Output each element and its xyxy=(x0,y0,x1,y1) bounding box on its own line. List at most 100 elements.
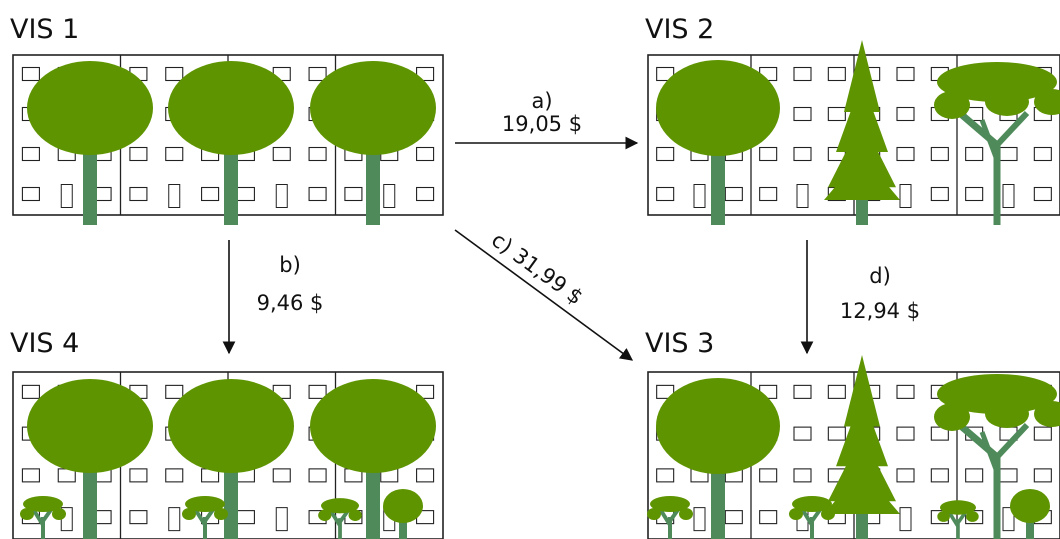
window xyxy=(1033,186,1052,202)
window xyxy=(896,146,915,162)
window xyxy=(308,186,327,202)
door xyxy=(1002,184,1015,208)
transition-d-price: 12,94 $ xyxy=(840,299,920,323)
window xyxy=(965,186,984,202)
window xyxy=(308,146,327,162)
vis4-panel xyxy=(12,371,444,539)
deciduous-tree-crown xyxy=(656,378,780,474)
window xyxy=(21,66,40,82)
transition-b-letter: b) xyxy=(279,253,301,277)
window xyxy=(165,66,184,82)
umbrella-tree-branch xyxy=(994,110,1030,148)
transition-a-letter: a) xyxy=(531,89,552,113)
window xyxy=(21,384,40,399)
window xyxy=(165,146,184,162)
window xyxy=(896,66,915,82)
window xyxy=(272,468,291,483)
door xyxy=(899,184,912,208)
vis1-title: VIS 1 xyxy=(10,14,79,45)
young-tree-crown xyxy=(937,511,950,522)
transition-c-label: c) 31,99 $ xyxy=(487,228,587,310)
deciduous-tree-crown xyxy=(310,61,436,155)
door xyxy=(168,184,181,208)
window xyxy=(308,66,327,82)
window xyxy=(21,468,40,483)
door xyxy=(899,507,912,532)
window xyxy=(724,510,743,525)
vis3-panel xyxy=(647,355,1060,539)
pine-tree-crown xyxy=(836,80,888,152)
window xyxy=(1033,426,1052,441)
umbrella-tree-crown xyxy=(985,400,1029,428)
window xyxy=(759,510,778,525)
door xyxy=(796,184,809,208)
window xyxy=(930,146,949,162)
window xyxy=(21,186,40,202)
pine-tree-crown xyxy=(824,155,900,200)
young-tree-crown xyxy=(647,508,661,520)
window xyxy=(759,468,778,483)
door xyxy=(1002,507,1015,532)
window xyxy=(129,146,148,162)
deciduous-tree-crown xyxy=(27,61,153,155)
pine-tree-crown xyxy=(836,394,888,467)
umbrella-tree-branch xyxy=(979,431,1000,473)
window xyxy=(272,146,291,162)
window xyxy=(344,186,363,202)
window xyxy=(793,468,812,483)
window xyxy=(656,468,675,483)
window xyxy=(896,384,915,399)
young-tree-crown xyxy=(185,496,225,512)
window xyxy=(1033,468,1052,483)
window xyxy=(165,468,184,483)
window xyxy=(656,186,675,202)
young-tree-crown xyxy=(348,509,362,521)
pine-tree-crown xyxy=(828,434,896,502)
young-tree-crown xyxy=(383,489,423,523)
window xyxy=(724,186,743,202)
young-tree-crown xyxy=(940,500,976,515)
deciduous-tree-crown xyxy=(656,60,780,156)
door xyxy=(275,507,288,532)
young-tree-crown xyxy=(214,508,228,520)
window xyxy=(896,426,915,441)
window xyxy=(236,510,255,525)
window xyxy=(656,384,675,399)
vis2-title: VIS 2 xyxy=(645,14,714,45)
window xyxy=(416,468,435,483)
transition-d-letter: d) xyxy=(869,264,891,288)
young-tree-crown xyxy=(52,508,66,520)
pine-tree-crown xyxy=(824,469,900,514)
umbrella-tree-branch xyxy=(994,422,1030,460)
window xyxy=(793,106,812,122)
window xyxy=(896,106,915,122)
umbrella-tree-crown xyxy=(937,62,1057,102)
arrow-c xyxy=(454,229,634,361)
umbrella-tree-crown xyxy=(1034,89,1060,115)
window xyxy=(308,468,327,483)
umbrella-tree-crown xyxy=(1034,401,1060,427)
umbrella-tree-branch xyxy=(979,119,1000,161)
umbrella-tree-crown xyxy=(934,403,970,431)
window xyxy=(759,186,778,202)
young-tree-crown xyxy=(20,508,34,520)
vis4-title: VIS 4 xyxy=(10,328,79,359)
young-tree-crown xyxy=(966,511,979,522)
deciduous-tree-crown xyxy=(168,379,294,473)
window xyxy=(165,384,184,399)
umbrella-tree-crown xyxy=(937,374,1057,414)
window xyxy=(896,468,915,483)
door xyxy=(60,184,73,208)
pine-tree-crown xyxy=(844,40,880,112)
window xyxy=(416,146,435,162)
window xyxy=(129,186,148,202)
window xyxy=(827,66,846,82)
pine-tree-crown xyxy=(844,355,880,427)
window xyxy=(827,106,846,122)
young-tree-crown xyxy=(182,508,196,520)
young-tree-crown xyxy=(789,508,803,520)
window xyxy=(759,146,778,162)
umbrella-tree-crown xyxy=(934,91,970,119)
window xyxy=(416,186,435,202)
